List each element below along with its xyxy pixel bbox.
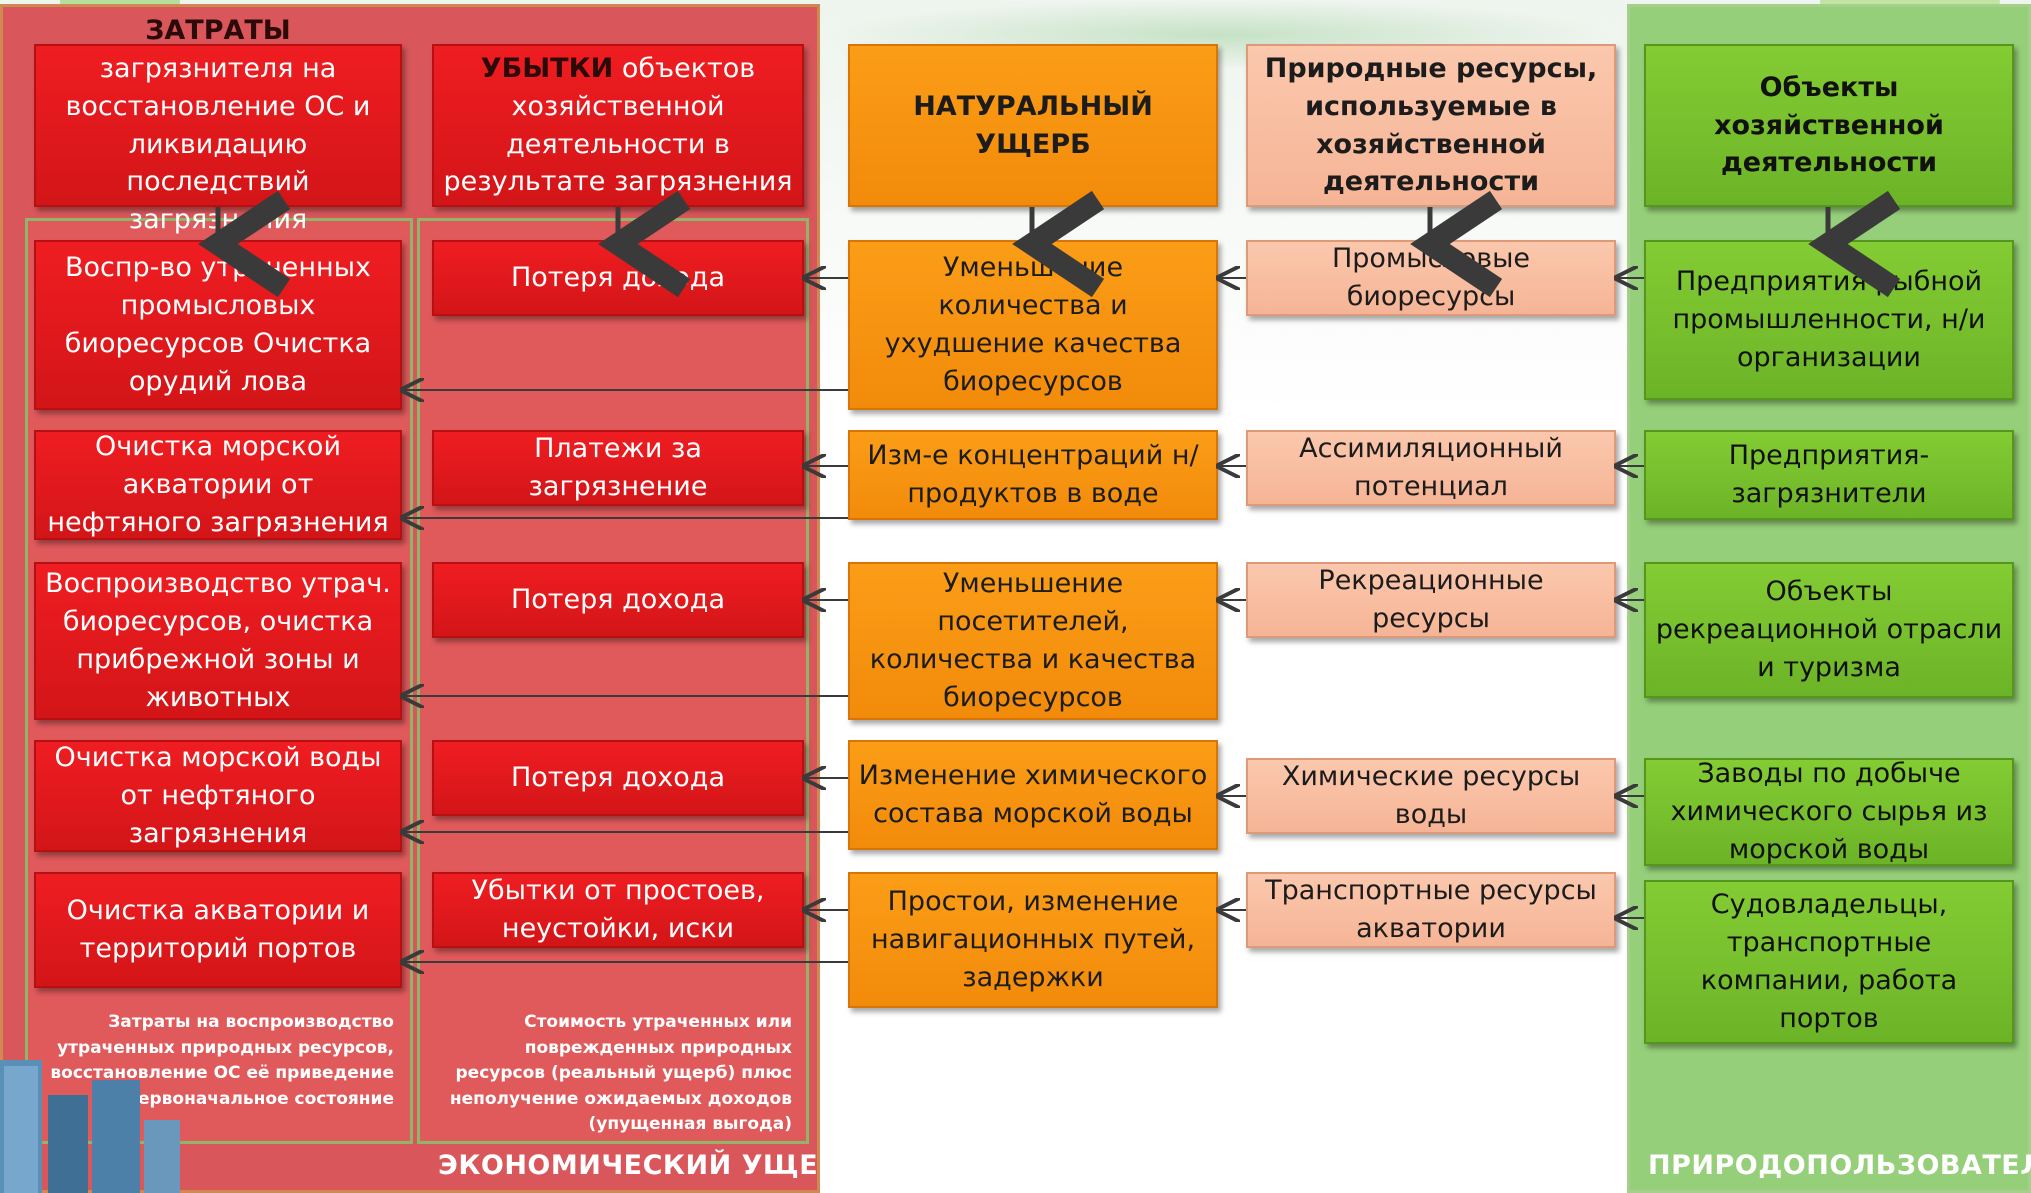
losses-note: Стоимость утраченных или поврежденных пр… xyxy=(449,1012,792,1134)
cost-box-1: Воспр-во утраченных промысловых биоресур… xyxy=(34,240,402,410)
user-box-1: Предприятия рыбной промышленности, н/и о… xyxy=(1644,240,2014,400)
natural-damage-header: НАТУРАЛЬНЫЙ УЩЕРБ xyxy=(848,44,1218,207)
city-buildings-image xyxy=(0,1060,180,1193)
resources-header: Природные ресурсы, используемые в хозяйс… xyxy=(1246,44,1616,207)
user-box-3: Объекты рекреационной отрасли и туризма xyxy=(1644,562,2014,698)
loss-box-2: Платежи за загрязнение xyxy=(432,430,804,506)
resource-box-3: Рекреационные ресурсы xyxy=(1246,562,1616,638)
resource-box-1: Промысловые биоресурсы xyxy=(1246,240,1616,316)
cost-box-2: Очистка морской акватории от нефтяного з… xyxy=(34,430,402,540)
loss-box-1: Потеря дохода xyxy=(432,240,804,316)
cost-box-3: Воспроизводство утрач. биоресурсов, очис… xyxy=(34,562,402,720)
resource-box-2: Ассимиляционный потенциал xyxy=(1246,430,1616,506)
costs-header-bold: ЗАТРАТЫ xyxy=(145,15,291,47)
resource-box-5: Транспортные ресурсы акватории xyxy=(1246,872,1616,948)
loss-box-5: Убытки от простоев, неустойки, иски xyxy=(432,872,804,948)
damage-box-5: Простои, изменение навигационных путей, … xyxy=(848,872,1218,1008)
objects-header: Объекты хозяйственной деятельности xyxy=(1644,44,2014,207)
economic-damage-label: ЭКОНОМИЧЕСКИЙ УЩЕРБ xyxy=(438,1150,860,1181)
loss-box-4: Потеря дохода xyxy=(432,740,804,816)
damage-box-3: Уменьшение посетителей, количества и кач… xyxy=(848,562,1218,720)
user-box-4: Заводы по добыче химического сырья из мо… xyxy=(1644,758,2014,866)
resource-box-4: Химические ресурсы воды xyxy=(1246,758,1616,834)
damage-box-2: Изм-е концентраций н/продуктов в воде xyxy=(848,430,1218,520)
losses-header-text: объектов хозяйственной деятельности в ре… xyxy=(443,52,793,198)
cost-box-5: Очистка акватории и территорий портов xyxy=(34,872,402,988)
cost-box-4: Очистка морской воды от нефтяного загряз… xyxy=(34,740,402,852)
costs-header: ЗАТРАТЫ загрязнителя на восстановление О… xyxy=(34,15,402,235)
user-box-5: Судовладельцы, транспортные компании, ра… xyxy=(1644,880,2014,1044)
damage-box-4: Изменение химического состава морской во… xyxy=(848,740,1218,850)
costs-header-text: загрязнителя на восстановление ОС и ликв… xyxy=(65,52,371,236)
costs-note: Затраты на воспроизводство утраченных пр… xyxy=(50,1012,394,1109)
nature-users-label: ПРИРОДОПОЛЬЗОВАТЕЛИ xyxy=(1648,1150,2031,1181)
losses-header: УБЫТКИ объектов хозяйственной деятельнос… xyxy=(432,44,804,207)
damage-box-1: Уменьшение количества и ухудшение качест… xyxy=(848,240,1218,410)
user-box-2: Предприятия-загрязнители xyxy=(1644,430,2014,520)
losses-column-panel xyxy=(417,218,809,1144)
losses-header-bold: УБЫТКИ xyxy=(480,52,614,84)
loss-box-3: Потеря дохода xyxy=(432,562,804,638)
